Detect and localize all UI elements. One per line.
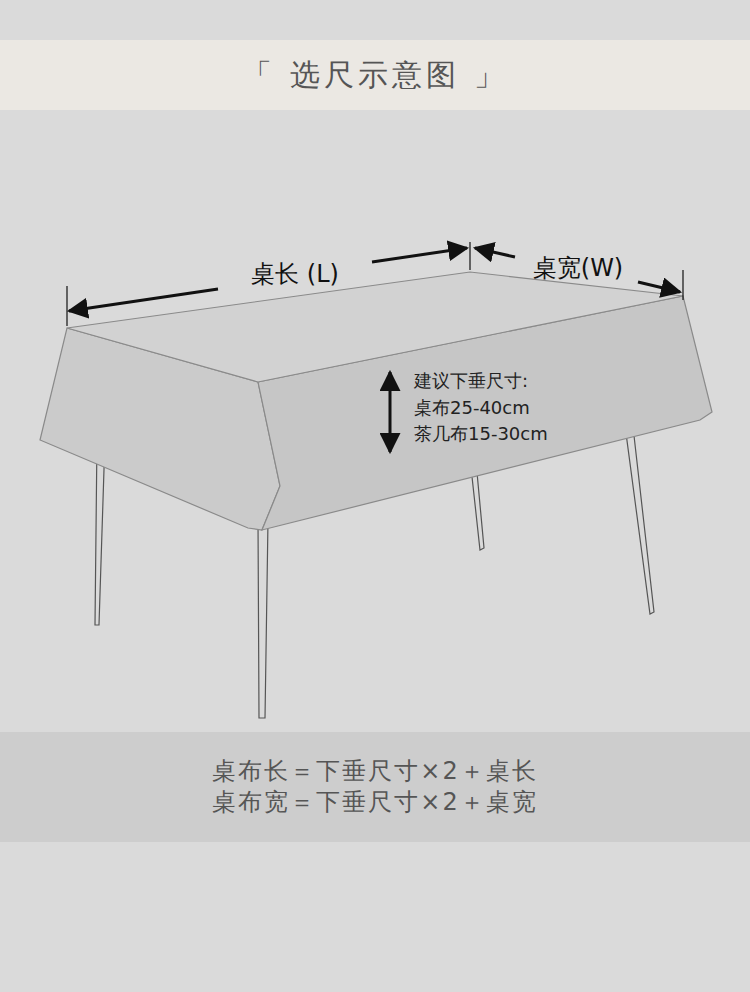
dimension-lines <box>67 242 683 452</box>
title-band: 「 选尺示意图 」 <box>0 40 750 110</box>
title: 「 选尺示意图 」 <box>0 40 750 110</box>
note-line: 茶几布15-30cm <box>414 422 548 446</box>
note-line: 桌布25-40cm <box>414 396 530 420</box>
note-heading: 建议下垂尺寸: <box>414 369 528 393</box>
formula-text: 桌布长＝下垂尺寸×2＋桌长 <box>212 756 537 787</box>
length-label: 桌长 (L) <box>251 258 339 290</box>
tablecloth <box>40 272 712 530</box>
formula-text: 桌布宽＝下垂尺寸×2＋桌宽 <box>212 787 537 818</box>
width-label: 桌宽(W) <box>533 252 623 284</box>
formula-band: 桌布长＝下垂尺寸×2＋桌长桌布宽＝下垂尺寸×2＋桌宽 <box>0 732 750 842</box>
